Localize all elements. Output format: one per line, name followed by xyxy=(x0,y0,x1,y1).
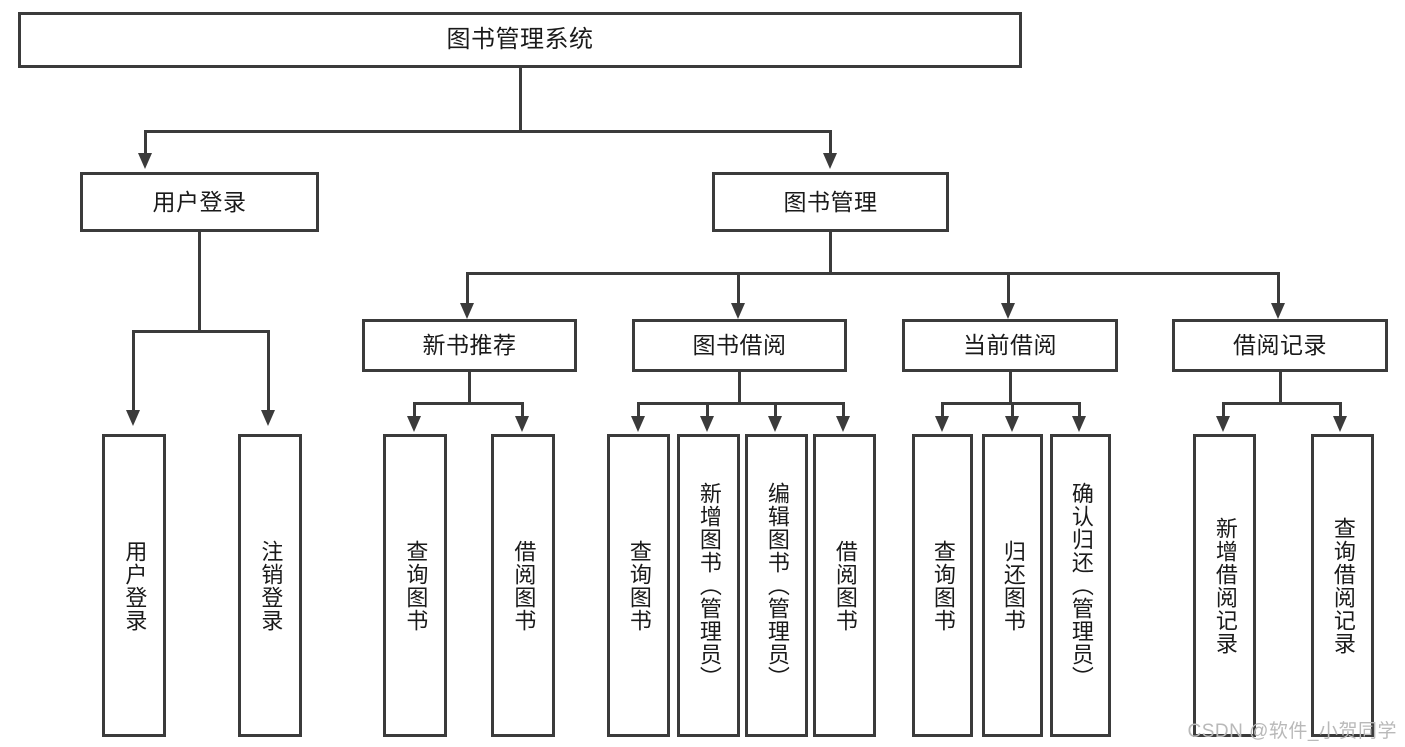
node-current-borrow[interactable]: 当前借阅 xyxy=(902,319,1118,372)
leaf-book-borrow-1[interactable]: 查询图书 xyxy=(607,434,670,737)
arrowhead-user-login-leaf-1 xyxy=(126,410,140,426)
leaf-borrow-record-1[interactable]: 新增借阅记录 xyxy=(1193,434,1256,737)
node-label: 图书借阅 xyxy=(692,332,787,359)
connector-borrow-record-bus xyxy=(1222,402,1342,405)
connector-book-borrow-drop-2 xyxy=(706,402,709,418)
leaf-label: 查询借阅记录 xyxy=(1330,516,1356,655)
node-label: 用户登录 xyxy=(152,188,247,215)
connector-current-borrow-bus xyxy=(941,402,1080,405)
node-book-manage[interactable]: 图书管理 xyxy=(712,172,949,232)
node-label: 图书管理 xyxy=(783,188,878,215)
arrowhead-book-borrow-leaf-4 xyxy=(836,416,850,432)
arrowhead-borrow-record-leaf-1 xyxy=(1216,416,1230,432)
arrowhead-current-borrow-leaf-2 xyxy=(1005,416,1019,432)
arrowhead-book-borrow-leaf-1 xyxy=(631,416,645,432)
arrowhead-to-user-login xyxy=(138,153,152,169)
leaf-label: 新增借阅记录 xyxy=(1212,516,1238,655)
leaf-label: 归还图书 xyxy=(1000,539,1026,632)
connector-book-borrow-drop-4 xyxy=(842,402,845,418)
arrowhead-current-borrow-leaf-3 xyxy=(1072,416,1086,432)
arrowhead-book-borrow-leaf-2 xyxy=(700,416,714,432)
arrowhead-user-login-leaf-2 xyxy=(261,410,275,426)
connector-user-login-drop-2 xyxy=(267,330,270,412)
leaf-new-book-rec-2[interactable]: 借阅图书 xyxy=(491,434,555,737)
leaf-label: 注销登录 xyxy=(258,539,284,632)
node-label: 新书推荐 xyxy=(422,332,517,359)
connector-user-login-drop-1 xyxy=(132,330,135,412)
leaf-book-borrow-2[interactable]: 新增图书（管理员） xyxy=(677,434,740,737)
node-borrow-record[interactable]: 借阅记录 xyxy=(1172,319,1388,372)
connector-borrow-record-drop-2 xyxy=(1339,402,1342,418)
connector-root-stem xyxy=(519,68,522,130)
leaf-label: 借阅图书 xyxy=(832,539,858,632)
connector-book-manage-stem xyxy=(829,232,832,274)
arrowhead-current-borrow-leaf-1 xyxy=(935,416,949,432)
node-label: 当前借阅 xyxy=(963,332,1057,359)
connector-book-borrow-drop-3 xyxy=(774,402,777,418)
connector-to-new-book-rec xyxy=(466,272,469,306)
connector-current-borrow-stem xyxy=(1009,372,1012,404)
connector-new-book-rec-stem xyxy=(468,372,471,404)
connector-new-book-rec-bus xyxy=(413,402,524,405)
leaf-label: 查询图书 xyxy=(626,539,652,632)
leaf-new-book-rec-1[interactable]: 查询图书 xyxy=(383,434,447,737)
leaf-book-borrow-3[interactable]: 编辑图书（管理员） xyxy=(745,434,808,737)
leaf-user-login-2[interactable]: 注销登录 xyxy=(238,434,302,737)
leaf-book-borrow-4[interactable]: 借阅图书 xyxy=(813,434,876,737)
connector-book-borrow-drop-1 xyxy=(637,402,640,418)
connector-new-book-rec-drop-1 xyxy=(413,402,416,418)
node-label: 图书管理系统 xyxy=(446,26,594,54)
connector-book-borrow-stem xyxy=(738,372,741,404)
arrowhead-to-book-manage xyxy=(823,153,837,169)
arrowhead-to-new-book-rec xyxy=(460,303,474,319)
arrowhead-to-current-borrow xyxy=(1001,303,1015,319)
leaf-current-borrow-2[interactable]: 归还图书 xyxy=(982,434,1043,737)
arrowhead-book-borrow-leaf-3 xyxy=(768,416,782,432)
leaf-borrow-record-2[interactable]: 查询借阅记录 xyxy=(1311,434,1374,737)
connector-user-login-bus xyxy=(132,330,270,333)
connector-to-user-login xyxy=(144,130,147,156)
leaf-label: 编辑图书（管理员） xyxy=(764,482,790,689)
connector-book-borrow-bus xyxy=(637,402,845,405)
node-label: 借阅记录 xyxy=(1233,332,1327,359)
leaf-current-borrow-3[interactable]: 确认归还（管理员） xyxy=(1050,434,1111,737)
connector-current-borrow-drop-3 xyxy=(1078,402,1081,418)
node-new-book-rec[interactable]: 新书推荐 xyxy=(362,319,577,372)
leaf-label: 查询图书 xyxy=(403,539,429,632)
leaf-label: 借阅图书 xyxy=(511,539,537,632)
node-user-login[interactable]: 用户登录 xyxy=(80,172,319,232)
connector-level3-bus xyxy=(466,272,1280,275)
leaf-label: 用户登录 xyxy=(122,539,148,632)
connector-new-book-rec-drop-2 xyxy=(521,402,524,418)
connector-to-book-manage xyxy=(829,130,832,156)
leaf-user-login-1[interactable]: 用户登录 xyxy=(102,434,166,737)
connector-user-login-stem xyxy=(198,232,201,332)
leaf-label: 新增图书（管理员） xyxy=(696,482,722,689)
leaf-label: 确认归还（管理员） xyxy=(1068,482,1094,689)
arrowhead-to-book-borrow xyxy=(731,303,745,319)
connector-borrow-record-drop-1 xyxy=(1222,402,1225,418)
arrowhead-new-book-rec-leaf-1 xyxy=(407,416,421,432)
arrowhead-borrow-record-leaf-2 xyxy=(1333,416,1347,432)
connector-current-borrow-drop-2 xyxy=(1011,402,1014,418)
leaf-label: 查询图书 xyxy=(930,539,956,632)
node-root-system[interactable]: 图书管理系统 xyxy=(18,12,1022,68)
connector-to-current-borrow xyxy=(1007,272,1010,306)
node-book-borrow[interactable]: 图书借阅 xyxy=(632,319,847,372)
connector-to-borrow-record xyxy=(1277,272,1280,306)
connector-level2-bus xyxy=(144,130,832,133)
arrowhead-to-borrow-record xyxy=(1271,303,1285,319)
connector-current-borrow-drop-1 xyxy=(941,402,944,418)
leaf-current-borrow-1[interactable]: 查询图书 xyxy=(912,434,973,737)
connector-borrow-record-stem xyxy=(1279,372,1282,404)
connector-to-book-borrow xyxy=(737,272,740,306)
arrowhead-new-book-rec-leaf-2 xyxy=(515,416,529,432)
